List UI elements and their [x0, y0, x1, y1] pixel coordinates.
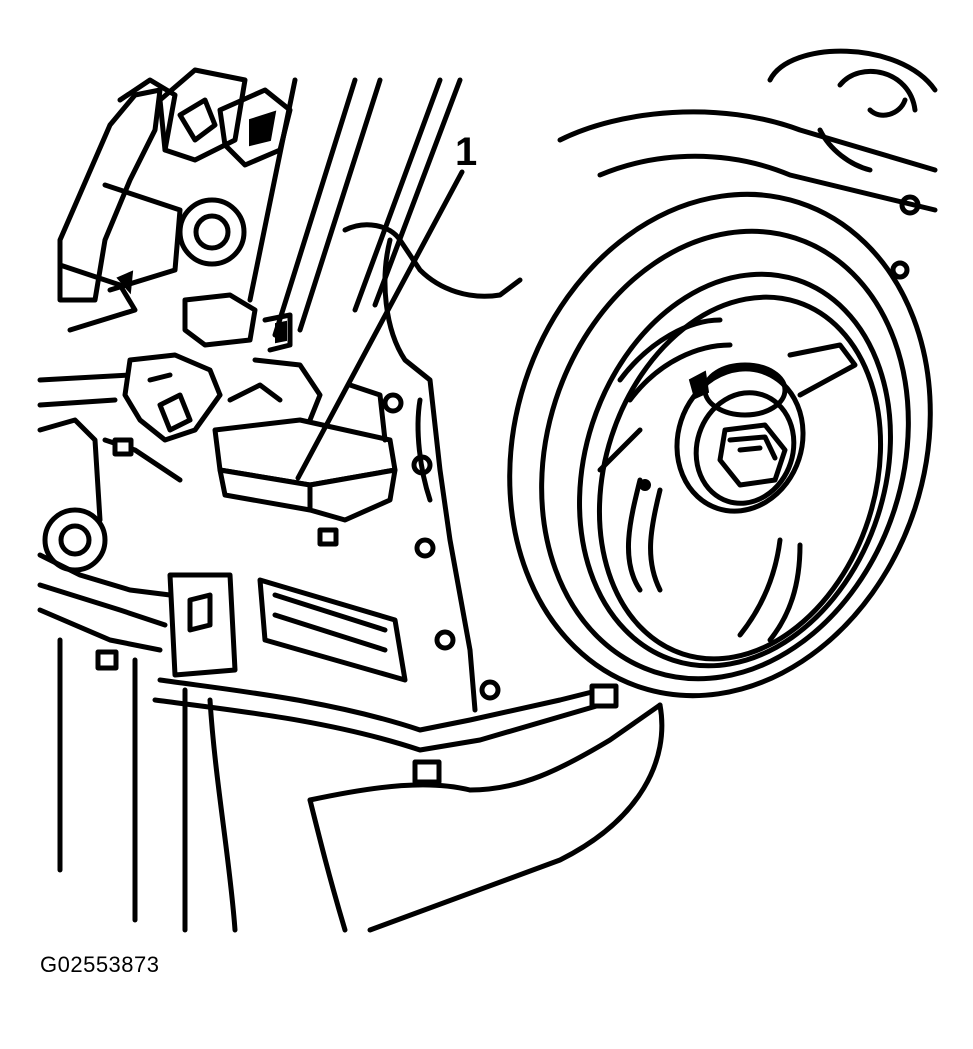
callout-label-1: 1	[455, 130, 477, 174]
tool-callout: 1	[295, 130, 477, 481]
crankshaft-balancer-icon	[507, 48, 938, 699]
figure-id: G02553873	[40, 952, 160, 977]
center-bolt-icon	[717, 422, 788, 488]
engine-front-icon	[37, 67, 921, 933]
tool-callout-leader	[295, 169, 465, 481]
holding-tool-icon	[212, 357, 398, 523]
